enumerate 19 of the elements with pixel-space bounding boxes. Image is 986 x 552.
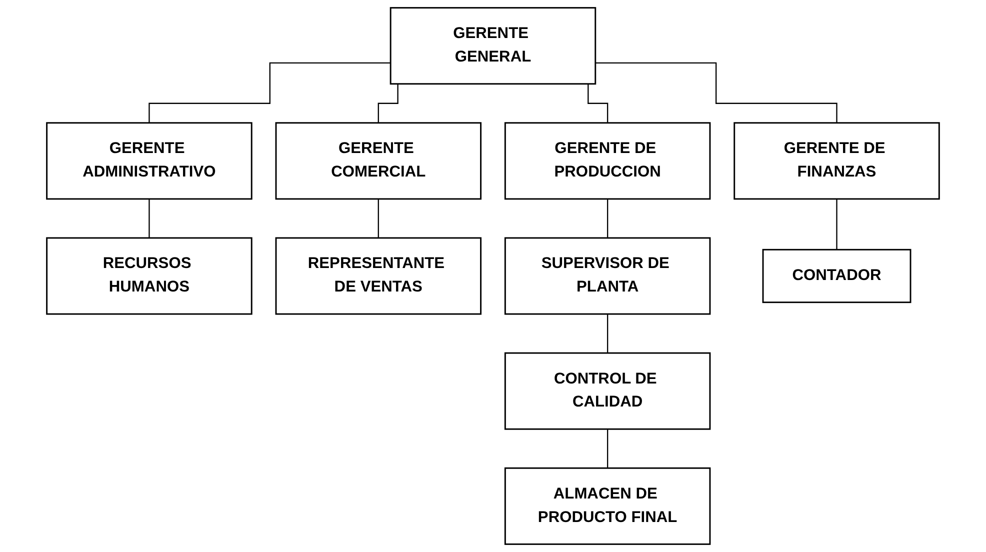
node-box: GERENTE GENERAL <box>390 7 596 85</box>
node-box: GERENTE ADMINISTRATIVO <box>46 122 252 200</box>
connector <box>607 313 608 354</box>
node-box: CONTROL DE CALIDAD <box>504 352 711 430</box>
connector <box>148 198 150 239</box>
node-box: SUPERVISOR DE PLANTA <box>504 237 711 315</box>
connector <box>836 198 838 250</box>
node-box: GERENTE DE FINANZAS <box>734 122 940 200</box>
node-box: ALMACEN DE PRODUCTO FINAL <box>504 467 711 545</box>
node-box: CONTADOR <box>762 248 912 304</box>
connector <box>607 198 608 239</box>
node-box: REPRESENTANTE DE VENTAS <box>275 237 482 315</box>
node-box: GERENTE COMERCIAL <box>275 122 482 200</box>
node-box: GERENTE DE PRODUCCION <box>504 122 711 200</box>
connector <box>378 198 379 239</box>
connector <box>595 62 838 124</box>
connector <box>607 428 608 469</box>
node-box: RECURSOS HUMANOS <box>46 237 252 315</box>
connector <box>148 62 391 124</box>
